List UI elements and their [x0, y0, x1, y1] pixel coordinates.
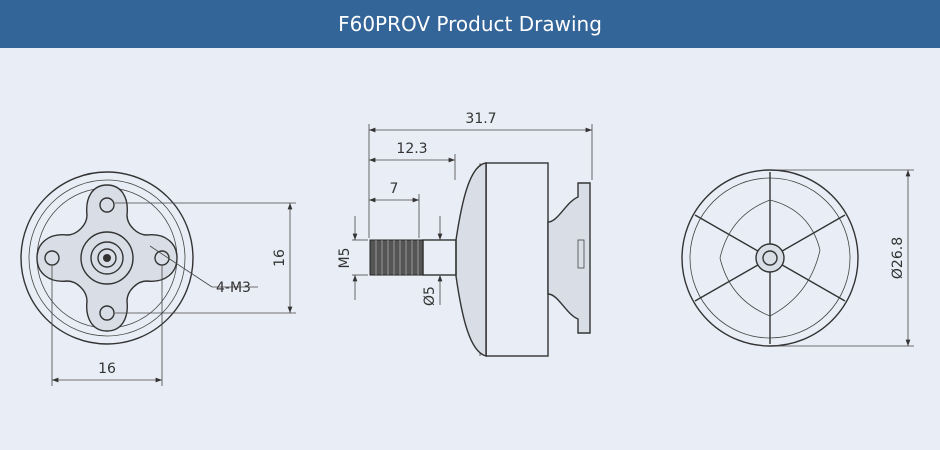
product-drawing: 4-M3 16 16 31.7 12.3 7	[20, 111, 914, 386]
side-view: 31.7 12.3 7 M5 Ø5	[337, 111, 593, 357]
dim-overall-length: 31.7	[465, 111, 496, 127]
hole-label: 4-M3	[216, 280, 251, 296]
dim-thread-length: 7	[390, 181, 399, 197]
dim-thread-size: M5	[337, 248, 353, 269]
dim-horizontal: 16	[98, 361, 116, 377]
dim-shaft-diameter: Ø5	[422, 286, 438, 306]
dim-vertical: 16	[272, 249, 288, 267]
page-title: F60PROV Product Drawing	[338, 12, 602, 36]
front-view: 4-M3 16 16	[20, 171, 296, 386]
dim-shaft-length: 12.3	[396, 141, 427, 157]
title-bar: F60PROV Product Drawing	[0, 0, 940, 48]
dim-diameter: Ø26.8	[890, 237, 906, 279]
rear-view: Ø26.8	[681, 169, 914, 347]
